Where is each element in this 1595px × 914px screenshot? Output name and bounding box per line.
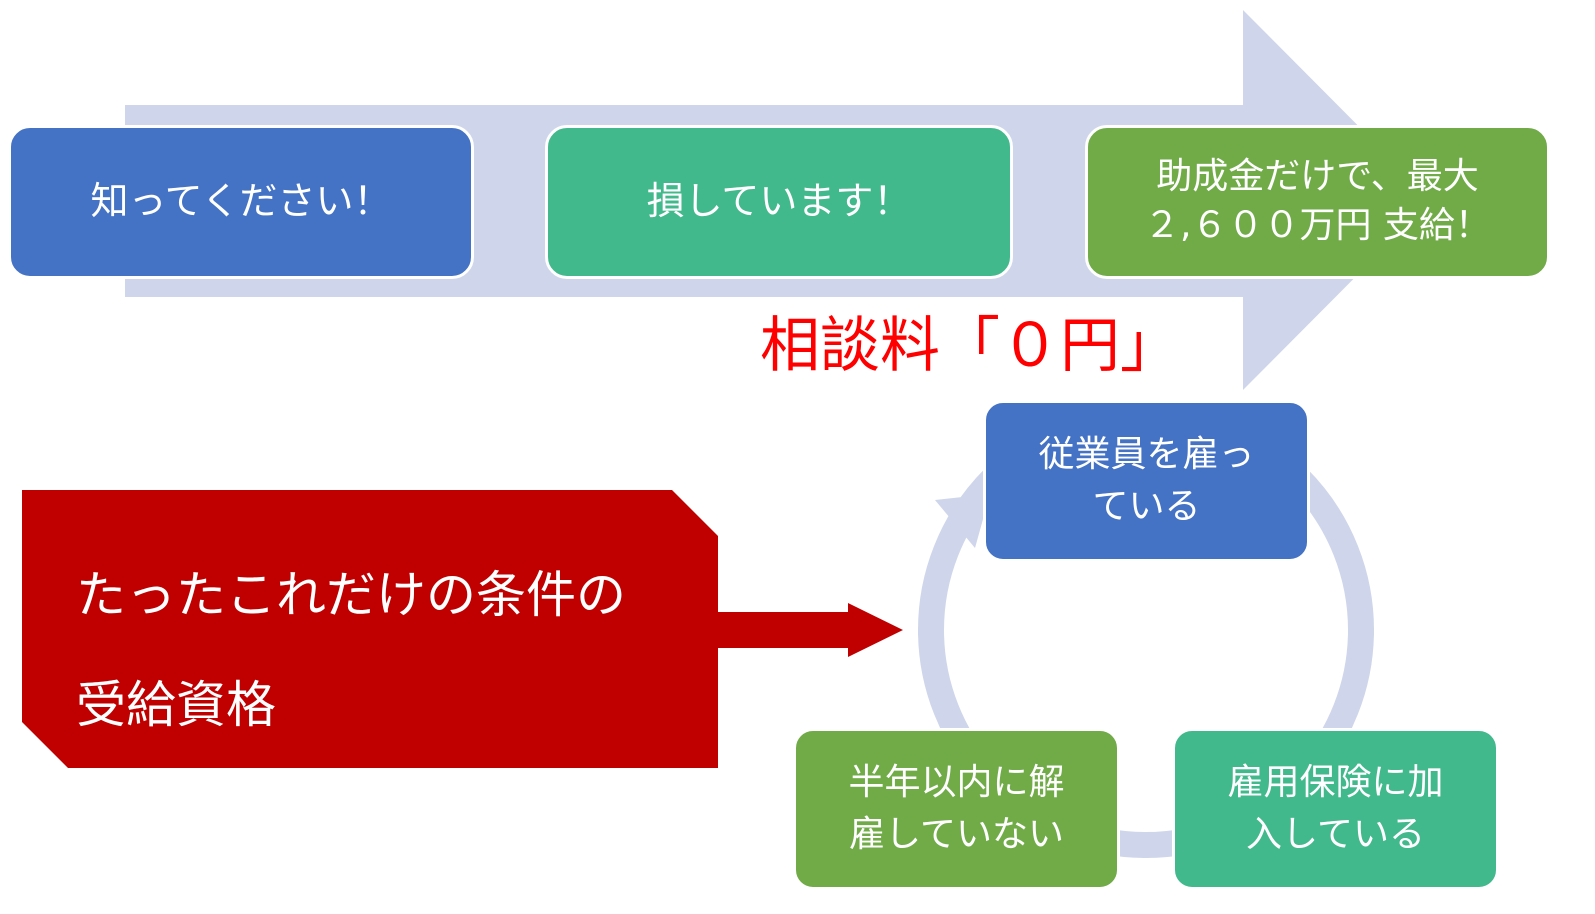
conditions-line2: 受給資格 [76, 676, 276, 734]
cycle-arrowhead [935, 494, 990, 548]
cycle-insurance-box: 雇用保険に加 入している [1172, 728, 1499, 890]
cycle-employ-line1: 従業員を雇っ [1038, 433, 1255, 475]
step-loss-label: 損しています！ [646, 179, 912, 224]
cycle-insurance-line2: 入している [1246, 814, 1425, 855]
step-loss-box: 損しています！ [545, 125, 1013, 279]
step-subsidy-line1: 助成金だけで、最大 [1156, 156, 1479, 198]
conditions-line1: たったこれだけの条件の [76, 566, 626, 624]
cycle-no-dismissal-line1: 半年以内に解 [848, 761, 1065, 803]
step-know-box: 知ってください！ [8, 125, 474, 279]
cycle-employ-box: 従業員を雇っ ている [983, 400, 1310, 562]
pointer-arrow [718, 603, 903, 657]
consultation-fee-text: 相談料「０円」 [760, 311, 1180, 381]
cycle-no-dismissal-line2: 雇していない [849, 814, 1064, 855]
cycle-employ-line2: ている [1092, 486, 1201, 527]
cycle-insurance-line1: 雇用保険に加 [1227, 761, 1444, 803]
cycle-no-dismissal-box: 半年以内に解 雇していない [793, 728, 1120, 890]
step-subsidy-box: 助成金だけで、最大 ２,６００万円 支給！ [1085, 125, 1550, 279]
step-subsidy-line2: ２,６００万円 支給！ [1144, 205, 1491, 246]
step-know-label: 知ってください！ [90, 179, 392, 224]
conditions-callout-shape [22, 490, 718, 768]
